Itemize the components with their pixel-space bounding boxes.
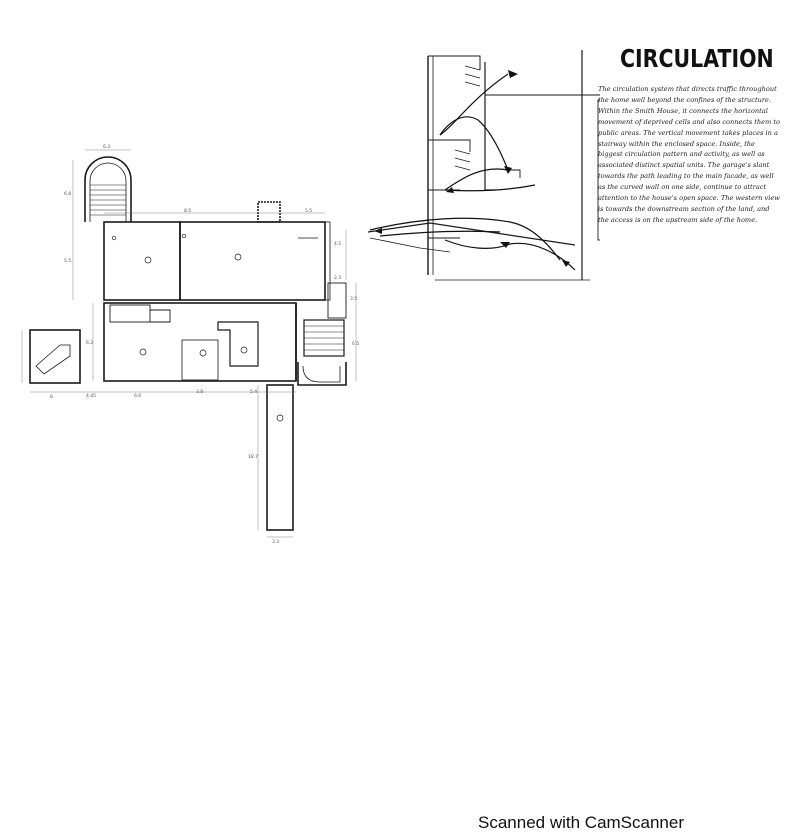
dimension-lines <box>21 149 357 538</box>
upper-room-right <box>179 221 326 301</box>
circulation-section-diagram <box>367 50 600 281</box>
dim-label: 6.6 <box>134 393 141 399</box>
dim-label: 4.5 <box>334 241 341 247</box>
entry-walkway <box>266 384 294 531</box>
dim-label: 6.2 <box>86 340 93 346</box>
dim-label: 4.45 <box>86 393 96 399</box>
dim-label: 5.5 <box>305 208 312 214</box>
dim-label: 5.4 <box>250 389 257 395</box>
dim-label: 18.7 <box>248 454 258 460</box>
dim-label: 8 <box>50 394 53 400</box>
stair-tower-treads <box>90 184 126 216</box>
stair-tower-wall <box>84 156 132 222</box>
lower-closet <box>109 304 151 323</box>
lower-room-block <box>103 302 297 382</box>
dim-label: 3.8 <box>196 389 203 395</box>
upper-room-edge <box>324 221 331 301</box>
fireplace-chimney <box>257 201 281 223</box>
plan-dimension-labels: 6.3 6.8 5.5 8.5 5.5 4.5 2.3 3.5 6.5 8 4.… <box>50 144 359 545</box>
section-title: CIRCULATION <box>620 44 774 73</box>
stair-tower-inner-wall <box>89 162 127 222</box>
curved-wall <box>297 362 347 386</box>
scanner-watermark: Scanned with CamScanner <box>478 813 685 832</box>
dim-label: 6.5 <box>352 341 359 347</box>
dim-label: 3.3 <box>272 539 279 545</box>
dim-label: 2.3 <box>334 275 341 281</box>
dim-label: 6.8 <box>64 191 71 197</box>
bathroom <box>181 339 219 381</box>
dim-label: 5.5 <box>64 258 71 264</box>
upper-room-left <box>103 221 181 301</box>
dim-label: 6.3 <box>103 144 110 150</box>
approach-ramp <box>367 222 576 246</box>
detached-garage <box>29 329 81 384</box>
kitchen-counter <box>217 321 259 367</box>
circulation-paths <box>369 73 576 271</box>
dim-label: 8.5 <box>184 208 191 214</box>
circulation-arrows <box>374 70 570 267</box>
dim-label: 3.5 <box>350 296 357 302</box>
section-paragraph: The circulation system that directs traf… <box>598 85 780 224</box>
